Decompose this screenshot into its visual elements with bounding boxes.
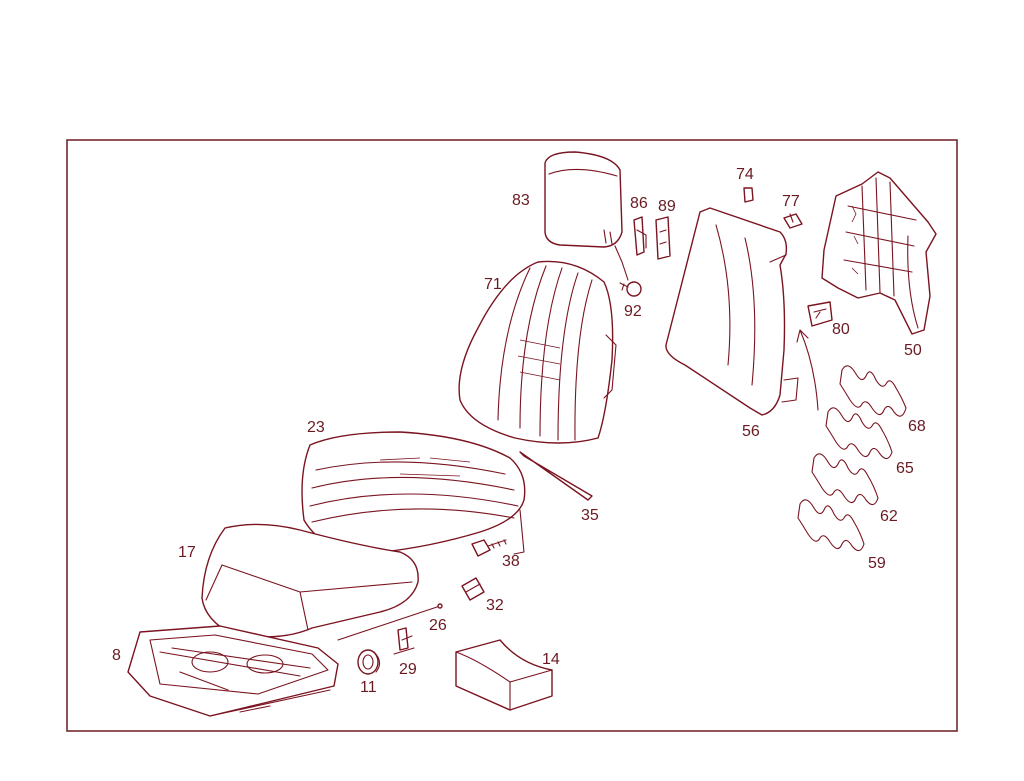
callout-56: 56 bbox=[742, 423, 760, 440]
bracket-icon[interactable] bbox=[807, 301, 833, 327]
callout-83: 83 bbox=[512, 192, 530, 209]
callout-17: 17 bbox=[178, 544, 196, 561]
clip-29-icon[interactable] bbox=[393, 627, 415, 655]
seat-frame-icon[interactable] bbox=[127, 625, 339, 717]
clip-32-icon[interactable] bbox=[461, 577, 485, 601]
callout-86: 86 bbox=[630, 195, 648, 212]
clip-74-icon[interactable] bbox=[743, 187, 754, 203]
callout-38: 38 bbox=[502, 553, 520, 570]
backrest-cover-icon[interactable] bbox=[458, 260, 617, 444]
callout-74: 74 bbox=[736, 166, 754, 183]
callout-50: 50 bbox=[904, 342, 922, 359]
seat-cover-icon[interactable] bbox=[301, 431, 526, 555]
callout-59: 59 bbox=[868, 555, 886, 572]
callout-80: 80 bbox=[832, 321, 850, 338]
strip-icon[interactable] bbox=[519, 451, 593, 501]
callout-11: 11 bbox=[360, 679, 377, 696]
callout-65: 65 bbox=[896, 460, 914, 477]
callout-62: 62 bbox=[880, 508, 898, 525]
bolt-icon[interactable] bbox=[471, 539, 507, 557]
callout-14: 14 bbox=[542, 651, 560, 668]
callout-68: 68 bbox=[908, 418, 926, 435]
callout-35: 35 bbox=[581, 507, 599, 524]
spring-62-icon[interactable] bbox=[811, 453, 879, 506]
callout-89: 89 bbox=[658, 198, 676, 215]
callout-92: 92 bbox=[624, 303, 642, 320]
callout-29: 29 bbox=[399, 661, 417, 678]
callout-8: 8 bbox=[112, 647, 121, 664]
callout-32: 32 bbox=[486, 597, 504, 614]
guide-plate-icon[interactable] bbox=[655, 216, 671, 260]
headrest-guide-icon[interactable] bbox=[633, 216, 647, 256]
grommet-icon[interactable] bbox=[357, 649, 381, 675]
diagram-frame bbox=[66, 139, 958, 732]
backrest-frame-icon[interactable] bbox=[821, 171, 937, 335]
spring-65-icon[interactable] bbox=[825, 407, 893, 460]
seat-cushion-icon[interactable] bbox=[201, 523, 419, 638]
callout-71: 71 bbox=[484, 276, 502, 293]
spring-68-icon[interactable] bbox=[839, 365, 907, 417]
callout-77: 77 bbox=[782, 193, 800, 210]
foam-block-icon[interactable] bbox=[455, 639, 553, 711]
rod-icon[interactable] bbox=[337, 603, 443, 641]
clip-77-icon[interactable] bbox=[783, 213, 803, 229]
assembly-arrow-icon bbox=[796, 329, 819, 411]
callout-23: 23 bbox=[307, 419, 325, 436]
spring-59-icon[interactable] bbox=[797, 499, 865, 552]
screw-icon[interactable] bbox=[619, 281, 642, 297]
backrest-panel-icon[interactable] bbox=[665, 207, 799, 416]
headrest-icon[interactable] bbox=[544, 151, 629, 281]
callout-26: 26 bbox=[429, 617, 447, 634]
